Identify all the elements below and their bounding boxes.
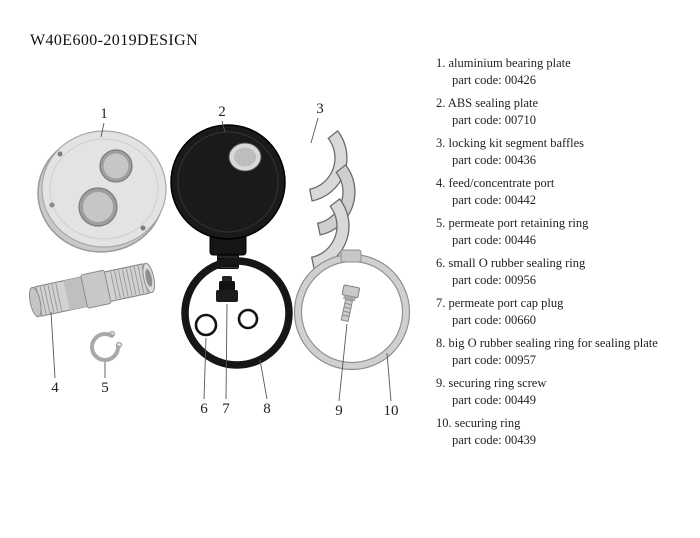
callout-3: 3 [316, 101, 324, 117]
part-name: locking kit segment baffles [448, 136, 585, 150]
leader-4 [50, 311, 56, 379]
part-name: securing ring screw [448, 376, 547, 390]
part-number: 10. [436, 416, 452, 430]
part-10-securing-ring [293, 249, 411, 371]
part-list-item-9: 9. securing ring screw part code: 00449 [436, 375, 696, 409]
part-number: 4. [436, 176, 446, 190]
small-ring-secondary [237, 308, 259, 330]
part-number: 9. [436, 376, 446, 390]
part-code: part code: 00436 [452, 153, 537, 167]
leader-6 [203, 337, 207, 400]
part-list-item-5: 5. permeate port retaining ring part cod… [436, 215, 696, 249]
part-name: permeate port cap plug [448, 296, 564, 310]
callout-2: 2 [218, 104, 226, 120]
part-list-item-10: 10. securing ring part code: 00439 [436, 415, 696, 449]
part-4-feed-concentrate-port [28, 262, 156, 318]
part-5-retaining-ring [90, 330, 123, 362]
callout-7: 7 [222, 401, 230, 417]
part-code: part code: 00710 [452, 113, 537, 127]
part-name: securing ring [454, 416, 521, 430]
leader-lines [50, 117, 392, 402]
part-code: part code: 00439 [452, 433, 537, 447]
part-name: permeate port retaining ring [448, 216, 589, 230]
part-code: part code: 00957 [452, 353, 537, 367]
part-list-item-4: 4. feed/concentrate port part code: 0044… [436, 175, 696, 209]
part-6-small-o-ring [194, 308, 259, 337]
callout-4: 4 [51, 380, 59, 396]
leader-8 [259, 359, 268, 400]
part-8-big-o-ring [181, 257, 293, 369]
callout-5: 5 [101, 380, 109, 396]
leader-1 [100, 122, 105, 138]
part-1-aluminium-bearing-plate [37, 130, 167, 253]
callout-8: 8 [263, 401, 271, 417]
part-code: part code: 00442 [452, 193, 537, 207]
part-list-item-2: 2. ABS sealing plate part code: 00710 [436, 95, 696, 129]
part-3-segment-baffles [308, 130, 356, 270]
part-name: big O rubber sealing ring for sealing pl… [448, 336, 658, 350]
callout-9: 9 [335, 403, 343, 419]
part-number: 2. [436, 96, 446, 110]
page-title: W40E600-2019DESIGN [30, 32, 199, 49]
part-list-item-3: 3. locking kit segment baffles part code… [436, 135, 696, 169]
part-number: 8. [436, 336, 446, 350]
part-name: small O rubber sealing ring [448, 256, 586, 270]
part-code: part code: 00426 [452, 73, 537, 87]
part-name: ABS sealing plate [447, 96, 539, 110]
part-list-item-6: 6. small O rubber sealing ring part code… [436, 255, 696, 289]
leader-10 [386, 352, 392, 402]
part-list-item-7: 7. permeate port cap plug part code: 006… [436, 295, 696, 329]
callout-1: 1 [100, 106, 108, 122]
part-number: 1. [436, 56, 446, 70]
part-list-item-1: 1. aluminium bearing plate part code: 00… [436, 55, 696, 89]
part-number: 7. [436, 296, 446, 310]
parts-legend: 1. aluminium bearing plate part code: 00… [436, 55, 696, 455]
part-code: part code: 00956 [452, 273, 537, 287]
part-number: 5. [436, 216, 446, 230]
part-list-item-8: 8. big O rubber sealing ring for sealing… [436, 335, 696, 369]
part-name: aluminium bearing plate [448, 56, 571, 70]
part-number: 3. [436, 136, 446, 150]
leader-7 [225, 303, 228, 400]
callout-10: 10 [384, 403, 399, 419]
part-code: part code: 00660 [452, 313, 537, 327]
leader-2 [221, 120, 226, 133]
part-7-cap-plug [216, 276, 238, 302]
callout-numbers: 1 2 3 4 5 6 7 8 9 10 [51, 101, 398, 419]
part-9-securing-ring-screw [340, 284, 360, 322]
part-code: part code: 00446 [452, 233, 537, 247]
leader-3 [310, 117, 319, 144]
callout-6: 6 [200, 401, 208, 417]
part-code: part code: 00449 [452, 393, 537, 407]
leader-9 [338, 323, 348, 402]
part-2-abs-sealing-plate [170, 124, 286, 269]
part-number: 6. [436, 256, 446, 270]
part-name: feed/concentrate port [448, 176, 555, 190]
